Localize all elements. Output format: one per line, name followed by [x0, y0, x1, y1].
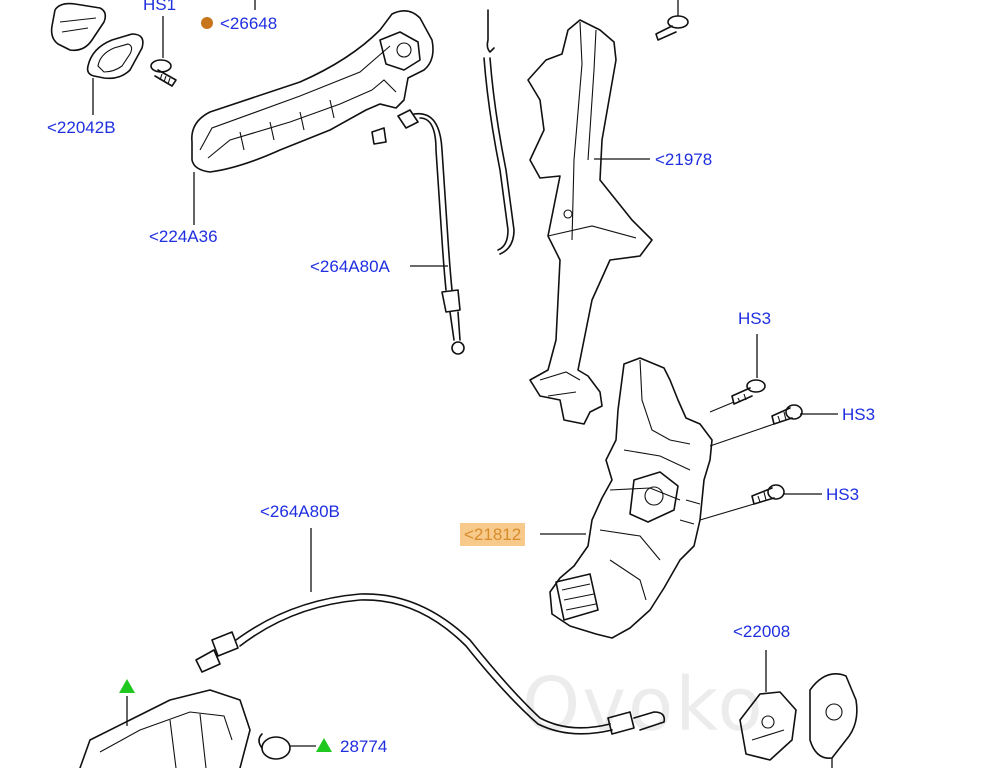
screw-icon — [709, 404, 838, 447]
label-21978: <21978 — [655, 150, 713, 169]
label-22042b: <22042B — [47, 118, 116, 137]
grommet-part — [258, 733, 316, 760]
label-264a80a: <264A80A — [310, 257, 390, 276]
bracket-part — [527, 19, 653, 425]
screw-icon — [699, 484, 822, 521]
label-21812-highlighted: <21812 — [460, 523, 526, 546]
triangle-marker-icon — [316, 738, 332, 752]
striker-part — [739, 650, 858, 768]
gasket-part — [86, 33, 144, 80]
screw-icon — [150, 16, 177, 87]
screw-icon — [709, 334, 766, 413]
label-hs3-mid: HS3 — [842, 405, 876, 424]
label-hs3-low: HS3 — [826, 485, 860, 504]
label-22008: <22008 — [733, 622, 791, 641]
label-hs1: HS1 — [143, 0, 177, 14]
label-28774: 28774 — [340, 737, 388, 756]
watermark-logo: Ovoko — [522, 662, 765, 748]
screw-icon — [655, 0, 689, 41]
interior-handle-part — [79, 689, 251, 769]
label-224a36: <224A36 — [149, 227, 218, 246]
dot-marker-icon — [201, 17, 213, 29]
latch-part — [549, 357, 713, 639]
handle-frame-part — [191, 10, 434, 173]
label-26648: <26648 — [220, 14, 278, 33]
cable-b-part — [195, 528, 666, 735]
cable-a-part — [371, 109, 465, 355]
rod-part — [483, 9, 515, 255]
label-264a80b: <264A80B — [260, 502, 340, 521]
triangle-marker-icon — [119, 679, 135, 693]
label-hs3-top: HS3 — [738, 309, 772, 328]
handle-cap-part — [50, 2, 107, 52]
